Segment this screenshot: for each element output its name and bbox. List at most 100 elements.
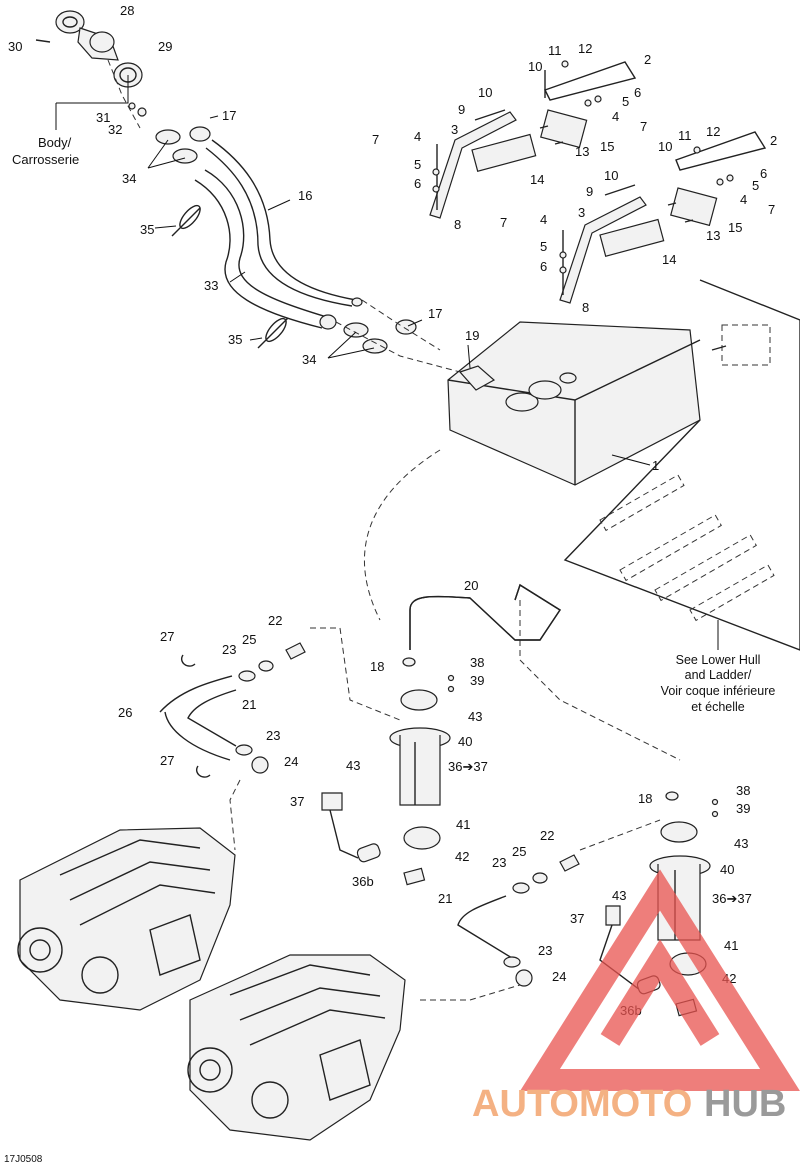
body-note-line-2: Carrosserie [12, 152, 79, 167]
callout-33: 33 [204, 278, 218, 293]
tank-strap-lower-set [559, 131, 767, 304]
callout-25: 25 [242, 632, 256, 647]
callout-20: 20 [464, 578, 478, 593]
callout-7: 7 [372, 132, 379, 147]
callout-4: 4 [414, 129, 421, 144]
callout-6: 6 [414, 176, 421, 191]
callout-35: 35 [228, 332, 242, 347]
callout-39: 39 [470, 673, 484, 688]
callout-24: 24 [552, 969, 566, 984]
callout-5: 5 [540, 239, 547, 254]
hull-note-line-2: and Ladder/ [685, 668, 752, 682]
callout-22: 22 [268, 613, 282, 628]
tie-35a-part [171, 204, 201, 237]
callout-23: 23 [266, 728, 280, 743]
callout-24: 24 [284, 754, 298, 769]
callout-6: 6 [540, 259, 547, 274]
callout-10: 10 [658, 139, 672, 154]
callout-43: 43 [734, 836, 748, 851]
hose-assembly-right [457, 854, 580, 987]
callout-7: 7 [500, 215, 507, 230]
figure-code: 17J0508 [4, 1154, 43, 1165]
callout-8: 8 [582, 300, 589, 315]
callout-36-37: 36➔37 [448, 759, 488, 774]
callout-6: 6 [760, 166, 767, 181]
callout-40: 40 [720, 862, 734, 877]
callout-21: 21 [438, 891, 452, 906]
hull-note: See Lower Hull and Ladder/ Voir coque in… [661, 653, 776, 714]
callout-28: 28 [120, 3, 134, 18]
callout-3: 3 [578, 205, 585, 220]
hull-note-line-3: Voir coque inférieure [661, 684, 776, 698]
callout-42: 42 [455, 849, 469, 864]
callout-12: 12 [578, 41, 592, 56]
callout-5: 5 [752, 178, 759, 193]
callout-18: 18 [638, 791, 652, 806]
hose-assembly-left [159, 642, 306, 778]
hull-note-line-1: See Lower Hull [676, 653, 761, 667]
callout-34: 34 [122, 171, 136, 186]
callout-14: 14 [530, 172, 544, 187]
callout-23: 23 [538, 943, 552, 958]
filler-neck-group [35, 10, 147, 129]
clamp-17a-part [189, 126, 211, 142]
engine-upper-part [17, 827, 236, 1011]
tie-35b-part [257, 317, 289, 349]
body-note-line-1: Body/ [38, 135, 72, 150]
callout-15: 15 [600, 139, 614, 154]
callout-30: 30 [8, 39, 22, 54]
fuel-tank-part [447, 321, 701, 486]
callout-36-37: 36➔37 [712, 891, 752, 906]
callout-3: 3 [451, 122, 458, 137]
callout-7: 7 [768, 202, 775, 217]
callout-1: 1 [652, 458, 659, 473]
clamp-17b-part [395, 319, 417, 335]
callout-9: 9 [458, 102, 465, 117]
watermark-text-a: AUTOMOTO [472, 1083, 692, 1125]
watermark: AUTOMOTO HUB [472, 869, 800, 1125]
callout-40: 40 [458, 734, 472, 749]
callout-9: 9 [586, 184, 593, 199]
callout-34: 34 [302, 352, 316, 367]
callout-11: 11 [678, 128, 692, 143]
callout-5: 5 [622, 94, 629, 109]
callout-31: 31 [96, 110, 110, 125]
callout-4: 4 [740, 192, 747, 207]
callout-32: 32 [108, 122, 122, 137]
callout-37: 37 [290, 794, 304, 809]
callout-39: 39 [736, 801, 750, 816]
callout-43: 43 [346, 758, 360, 773]
hull-panel-part [563, 279, 800, 651]
callout-13: 13 [575, 144, 589, 159]
callout-15: 15 [728, 220, 742, 235]
hull-note-line-4: et échelle [691, 700, 745, 714]
callout-38: 38 [736, 783, 750, 798]
clamp-34a-part [155, 129, 198, 164]
callout-12: 12 [706, 124, 720, 139]
callout-6: 6 [634, 85, 641, 100]
callout-16: 16 [298, 188, 312, 203]
callout-43: 43 [468, 709, 482, 724]
engine-lower-part [187, 954, 406, 1141]
callout-23: 23 [492, 855, 506, 870]
callout-4: 4 [612, 109, 619, 124]
callout-38: 38 [470, 655, 484, 670]
callout-14: 14 [662, 252, 676, 267]
callout-41: 41 [724, 938, 738, 953]
callout-26: 26 [118, 705, 132, 720]
callout-25: 25 [512, 844, 526, 859]
callout-5: 5 [414, 157, 421, 172]
callout-29: 29 [158, 39, 172, 54]
callout-21: 21 [242, 697, 256, 712]
callout-18: 18 [370, 659, 384, 674]
callout-23: 23 [222, 642, 236, 657]
leader-lines [55, 75, 471, 369]
callout-4: 4 [540, 212, 547, 227]
callout-10: 10 [604, 168, 618, 183]
connection-paths [229, 449, 681, 1001]
callout-7: 7 [640, 119, 647, 134]
callout-10: 10 [478, 85, 492, 100]
callout-17: 17 [222, 108, 236, 123]
callout-17: 17 [428, 306, 442, 321]
